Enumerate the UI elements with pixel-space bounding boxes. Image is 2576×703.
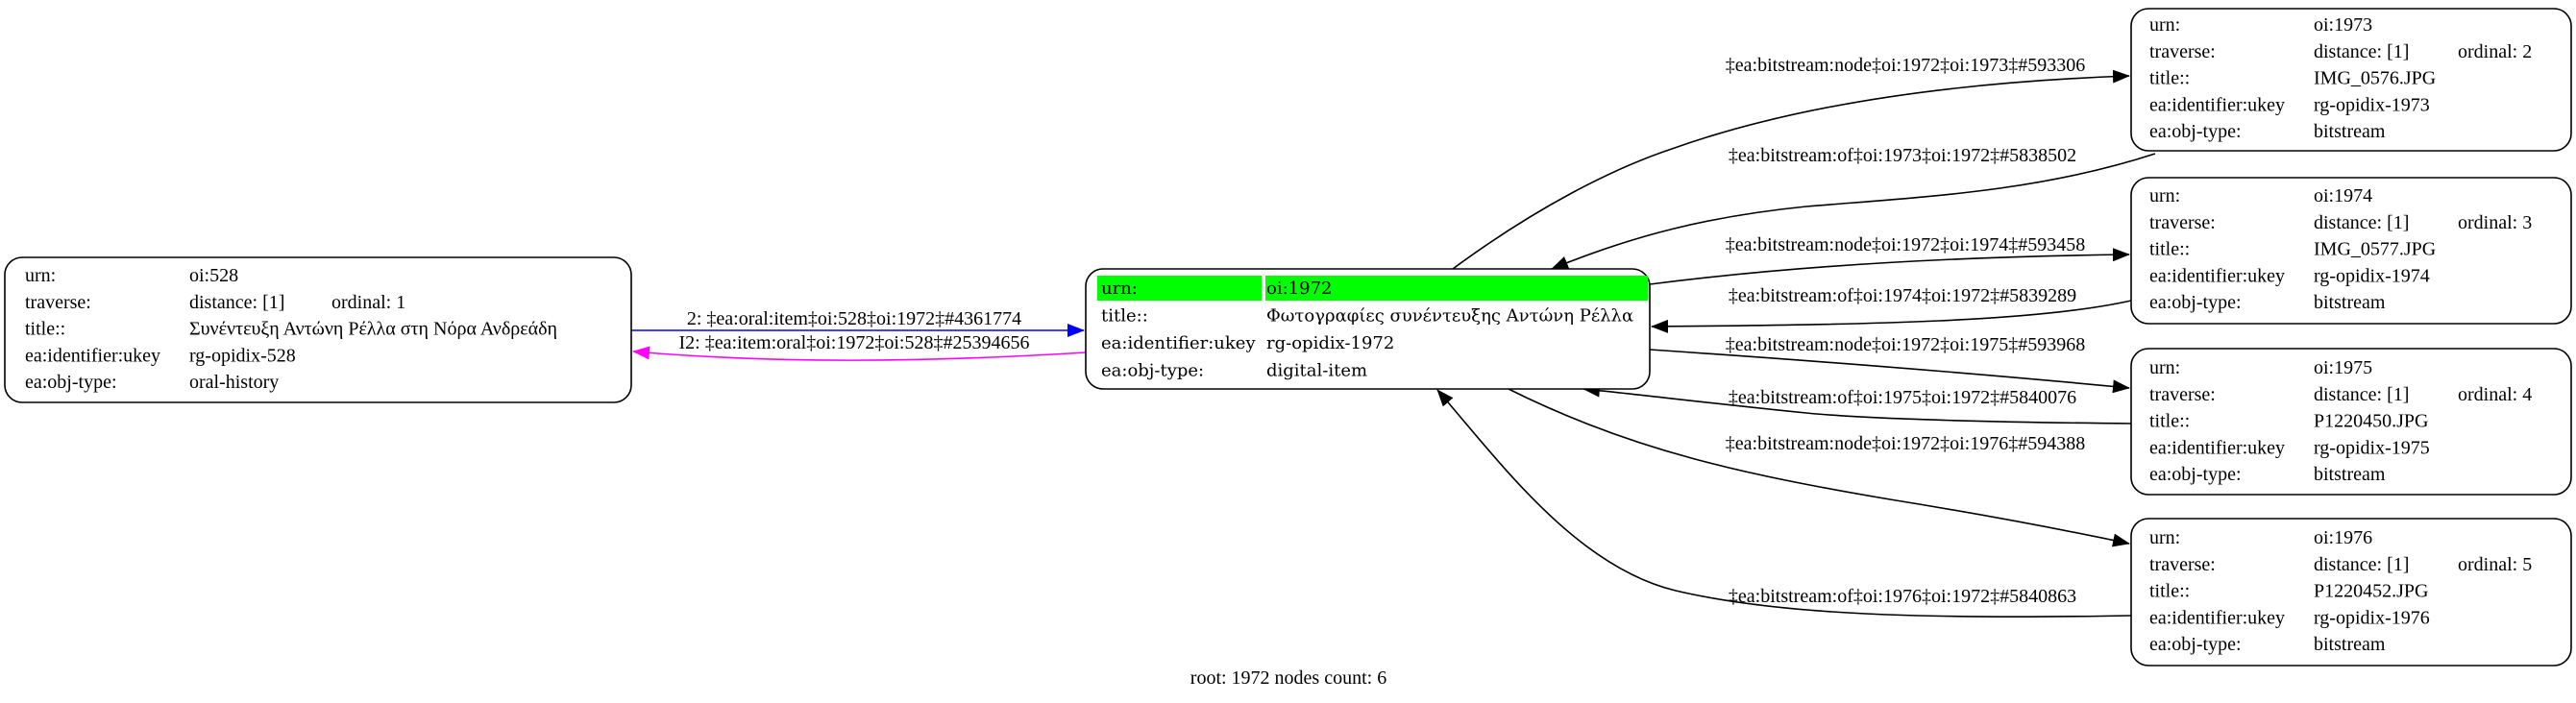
node-field-ordinal: ordinal: 3 [2458,212,2532,233]
node-field-label: urn: [1101,279,1138,299]
node-field-value: rg-opidix-1976 [2314,607,2430,628]
node-box [2130,8,2572,152]
edge-label: ‡ea:bitstream:node‡oi:1972‡oi:1976‡#5943… [1726,433,2085,454]
node-field-value: oi:528 [189,265,238,286]
edge-label: 2: ‡ea:oral:item‡oi:528‡oi:1972‡#4361774 [687,308,1021,329]
graph-node[interactable]: urn: oi:1974 traverse: distance: [1] ordinal… [2130,177,2572,325]
node-field-label: urn: [2149,14,2180,36]
node-field-label: ea:identifier:ukey [2149,94,2285,115]
node-field-label: title:: [1101,306,1148,327]
node-field-value: IMG_0576.JPG [2314,68,2436,89]
node-field-value: oi:1975 [2314,357,2372,378]
node-field-value: oi:1972 [1266,279,1332,299]
node-field-value: bitstream [2314,292,2386,313]
edge-label: ‡ea:bitstream:node‡oi:1972‡oi:1974‡#5934… [1726,234,2085,255]
graph-node[interactable]: urn: oi:1976 traverse: distance: [1] ordinal… [2130,518,2572,667]
node-field-label: ea:identifier:ukey [2149,607,2285,628]
node-field-label: urn: [2149,185,2180,206]
node-field-value: IMG_0577.JPG [2314,239,2436,260]
edge-node-1976[interactable] [1508,388,2130,547]
node-field-value: distance: [1] [189,292,284,313]
edge-node-1975[interactable] [1649,349,2130,394]
graph-node[interactable]: urn: oi:1973 traverse: distance: [1] ordinal… [2130,8,2572,152]
node-field-value: oi:1976 [2314,527,2372,548]
edge-label: ‡ea:bitstream:of‡oi:1975‡oi:1972‡#584007… [1729,387,2076,408]
node-field-label: urn: [2149,357,2180,378]
edge-of-1973[interactable] [1551,153,2156,270]
node-field-value: P1220450.JPG [2314,411,2428,432]
node-box [4,256,632,403]
node-field-label: traverse: [25,292,91,313]
node-field-value: rg-opidix-1973 [2314,94,2430,115]
node-field-label: ea:obj-type: [1101,361,1204,381]
edge-label: ‡ea:bitstream:node‡oi:1972‡oi:1973‡#5933… [1726,55,2085,76]
node-field-value: digital-item [1266,361,1367,381]
edge-node-1973[interactable] [1452,69,2130,270]
root-highlight-value [1265,276,1648,301]
graph-node[interactable]: urn: oi:528 traverse: distance: [1] ordinal:… [4,256,632,403]
node-field-value: rg-opidix-1974 [2314,265,2430,286]
node-field-label: ea:obj-type: [2149,292,2242,313]
node-field-value: oi:1973 [2314,14,2372,36]
node-field-value: oral-history [189,372,279,393]
node-field-value: rg-opidix-1972 [1266,333,1394,353]
node-box [2130,177,2572,325]
node-field-ordinal: ordinal: 4 [2458,384,2532,405]
node-field-label: ea:obj-type: [2149,464,2242,485]
node-field-ordinal: ordinal: 1 [331,292,405,313]
node-field-label: title:: [25,319,65,340]
node-field-label: title:: [2149,68,2190,89]
node-field-value: bitstream [2314,464,2386,485]
node-field-value: oi:1974 [2314,185,2372,206]
node-field-value: Συνέντευξη Αντώνη Ρέλλα στη Νόρα Ανδρεάδ… [189,319,557,340]
node-field-label: title:: [2149,411,2190,432]
edge-item-oral[interactable] [632,346,1087,361]
node-field-label: title:: [2149,581,2190,602]
node-field-value: distance: [1] [2314,384,2409,405]
edge-of-1975[interactable] [1582,383,2132,424]
node-field-ordinal: ordinal: 2 [2458,41,2532,62]
edge-label: ‡ea:bitstream:node‡oi:1972‡oi:1975‡#5939… [1726,334,2085,355]
edge-label: I2: ‡ea:item:oral‡oi:1972‡oi:528‡#253946… [679,332,1030,353]
node-field-value: rg-opidix-528 [189,345,296,366]
node-field-value: distance: [1] [2314,212,2409,233]
graph-footer: root: 1972 nodes count: 6 [1190,667,1386,689]
edge-label: ‡ea:bitstream:of‡oi:1976‡oi:1972‡#584086… [1729,586,2076,607]
node-field-label: urn: [2149,527,2180,548]
edge-of-1976[interactable] [1436,389,2132,618]
node-field-value: bitstream [2314,121,2386,142]
node-field-label: traverse: [2149,41,2216,62]
node-field-label: ea:identifier:ukey [1101,333,1256,353]
node-field-value: distance: [1] [2314,554,2409,575]
node-field-label: traverse: [2149,554,2216,575]
node-field-label: ea:identifier:ukey [2149,437,2285,458]
edge-label: ‡ea:bitstream:of‡oi:1973‡oi:1972‡#583850… [1729,145,2076,166]
graph-node[interactable]: urn: oi:1975 traverse: distance: [1] ordinal… [2130,348,2572,496]
node-field-value: Φωτογραφίες συνέντευξης Αντώνη Ρέλλα [1266,306,1633,327]
node-field-label: ea:identifier:ukey [2149,265,2285,286]
edge-node-1974[interactable] [1649,248,2130,285]
node-field-label: ea:obj-type: [2149,121,2242,142]
node-field-label: traverse: [2149,384,2216,405]
edge-label: ‡ea:bitstream:of‡oi:1974‡oi:1972‡#583928… [1729,285,2076,306]
node-field-label: ea:obj-type: [2149,634,2242,655]
node-field-value: distance: [1] [2314,41,2409,62]
node-field-label: ea:obj-type: [25,372,117,393]
node-box [2130,348,2572,496]
node-field-label: ea:identifier:ukey [25,345,160,366]
node-field-ordinal: ordinal: 5 [2458,554,2532,575]
node-field-label: traverse: [2149,212,2216,233]
node-field-value: bitstream [2314,634,2386,655]
edge-of-1974[interactable] [1651,300,2132,333]
node-field-label: urn: [25,265,56,286]
node-field-value: rg-opidix-1975 [2314,437,2430,458]
node-box [2130,518,2572,667]
node-field-value: P1220452.JPG [2314,581,2428,602]
root-highlight-label [1097,276,1262,301]
node-field-label: title:: [2149,239,2190,260]
